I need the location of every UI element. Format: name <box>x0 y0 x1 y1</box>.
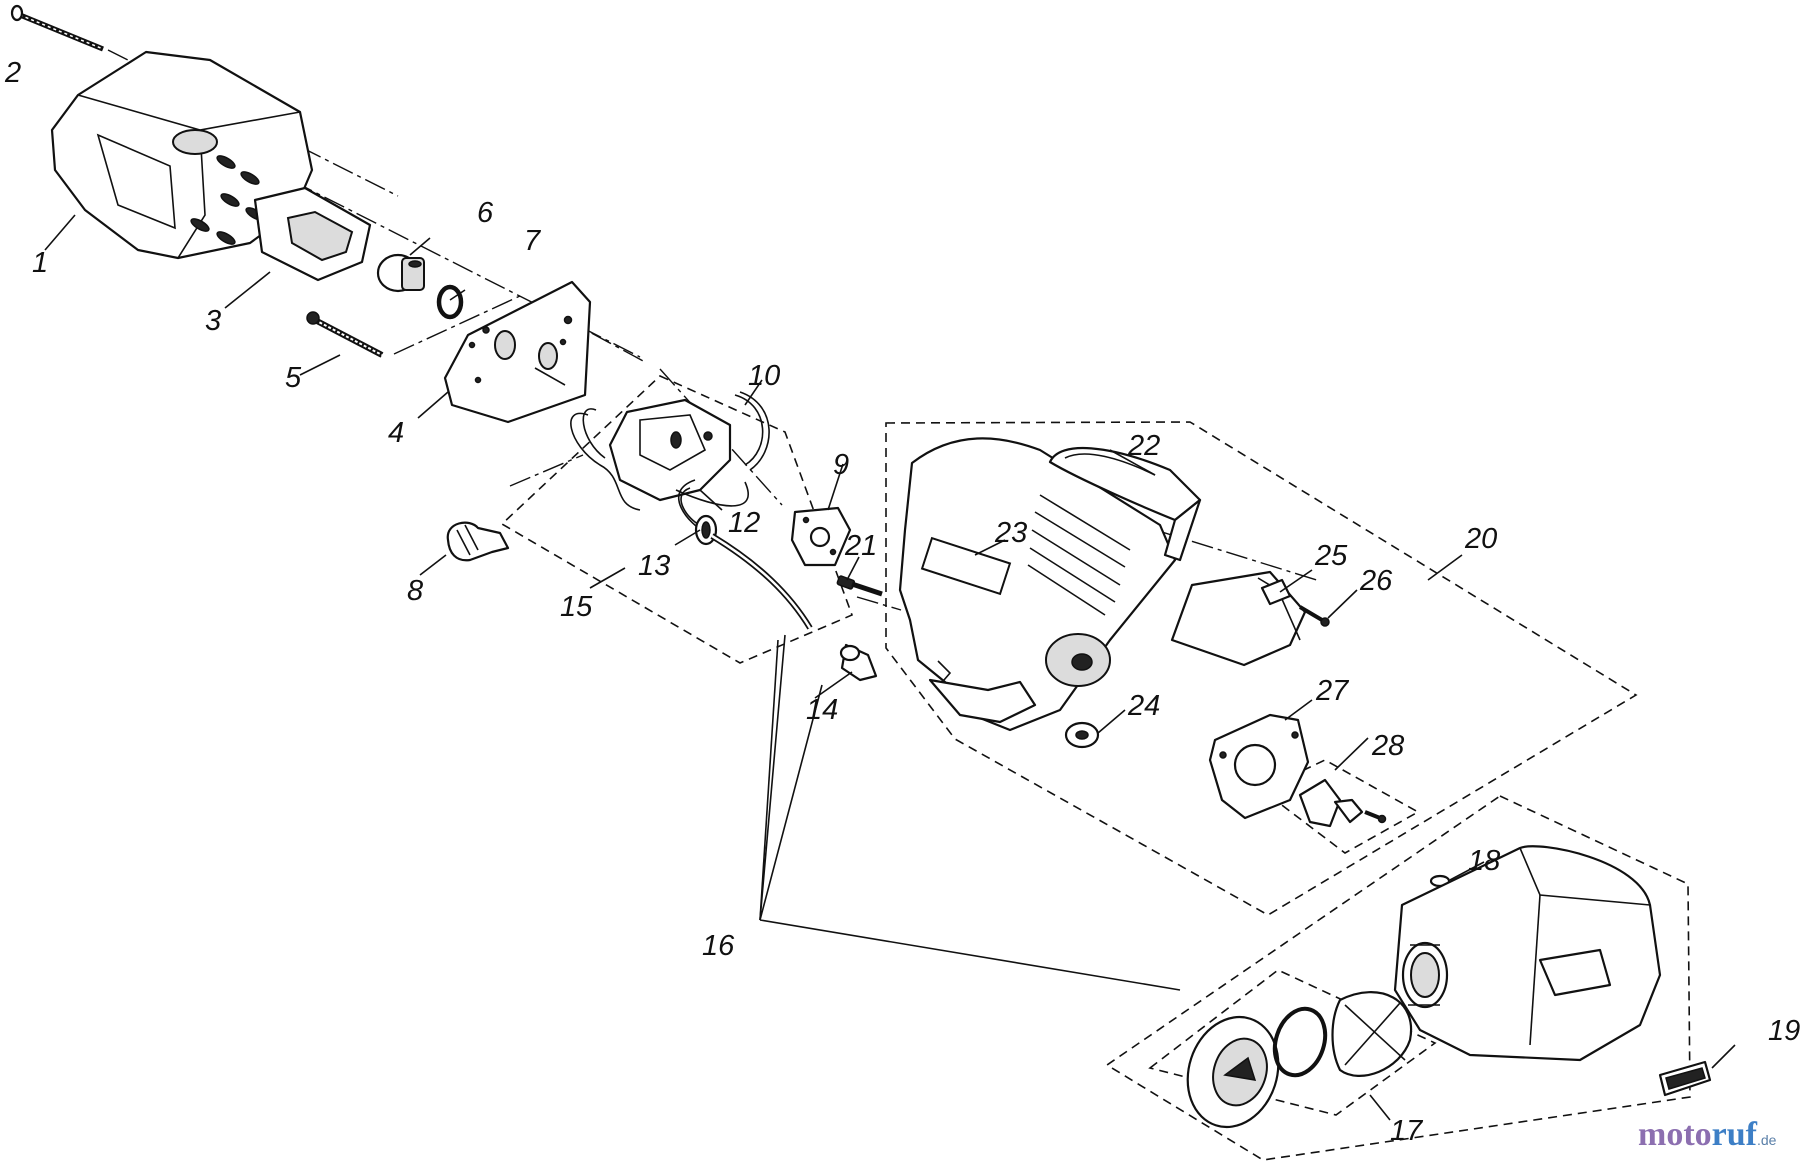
callout-7: 7 <box>524 225 542 257</box>
callout-17: 17 <box>1390 1115 1424 1147</box>
callout-4: 4 <box>388 417 404 449</box>
callout-22: 22 <box>1127 430 1160 462</box>
watermark-part-1: moto <box>1638 1116 1712 1153</box>
callout-9: 9 <box>833 449 849 481</box>
part-engine-housing-23 <box>898 437 1177 732</box>
callout-14: 14 <box>806 694 838 726</box>
part-carburetor-assembly <box>570 391 770 511</box>
callout-18: 18 <box>1468 845 1500 877</box>
part-bolt-2 <box>10 4 104 52</box>
group-outline-15 <box>500 375 854 664</box>
callout-15: 15 <box>560 591 593 623</box>
callout-16: 16 <box>702 930 735 962</box>
part-heat-shield-25 <box>1170 570 1307 667</box>
part-fuel-cap-17 <box>1186 991 1413 1129</box>
part-pad-19 <box>1658 1060 1712 1097</box>
callout-3: 3 <box>205 305 221 337</box>
part-fuel-tank <box>1393 845 1662 1062</box>
part-boot-24 <box>1064 721 1100 749</box>
part-oring-7 <box>436 284 464 320</box>
cooling-fins <box>1027 494 1131 616</box>
part-fuel-line-13 <box>678 479 813 630</box>
callout-24: 24 <box>1127 690 1160 722</box>
callout-5: 5 <box>285 362 302 394</box>
callout-10: 10 <box>748 360 780 392</box>
part-air-filter-3 <box>253 186 372 282</box>
callout-19: 19 <box>1768 1015 1800 1047</box>
callout-20: 20 <box>1464 523 1497 555</box>
callout-21: 21 <box>844 530 877 562</box>
part-bracket-28 <box>1298 778 1387 828</box>
part-screw-5 <box>306 311 384 358</box>
callout-13: 13 <box>638 550 670 582</box>
callout-25: 25 <box>1314 540 1348 572</box>
watermark-suffix: .de <box>1756 1132 1777 1148</box>
callout-12: 12 <box>728 507 760 539</box>
part-knob-8 <box>446 521 510 562</box>
callout-27: 27 <box>1315 675 1350 707</box>
watermark-part-2: ruf <box>1711 1116 1757 1153</box>
part-screw-26 <box>1298 605 1330 627</box>
part-air-filter-cover-1 <box>50 50 314 260</box>
group-outline-20 <box>885 421 1638 916</box>
watermark-logo: motoruf.de <box>1638 1116 1776 1154</box>
callout-labels: 1 2 3 4 5 6 7 8 9 10 21 12 13 14 15 16 1… <box>4 57 1800 1147</box>
part-primer-6 <box>376 253 425 293</box>
group-outline-17 <box>1148 969 1437 1116</box>
part-plate-4 <box>443 280 592 424</box>
callout-8: 8 <box>407 575 423 607</box>
leader-lines <box>44 214 1736 1121</box>
callout-28: 28 <box>1371 730 1404 762</box>
part-engine-cover-22 <box>1048 446 1202 562</box>
callout-2: 2 <box>4 57 21 89</box>
callout-6: 6 <box>477 197 494 229</box>
callout-26: 26 <box>1359 565 1393 597</box>
part-fuel-filter-14 <box>839 643 878 682</box>
part-gasket-9 <box>790 506 852 567</box>
part-screw-21 <box>836 575 883 597</box>
callout-1: 1 <box>32 247 48 279</box>
group-outline-16 <box>1105 795 1691 1161</box>
part-gasket-27 <box>1208 713 1310 820</box>
callout-23: 23 <box>994 517 1027 549</box>
